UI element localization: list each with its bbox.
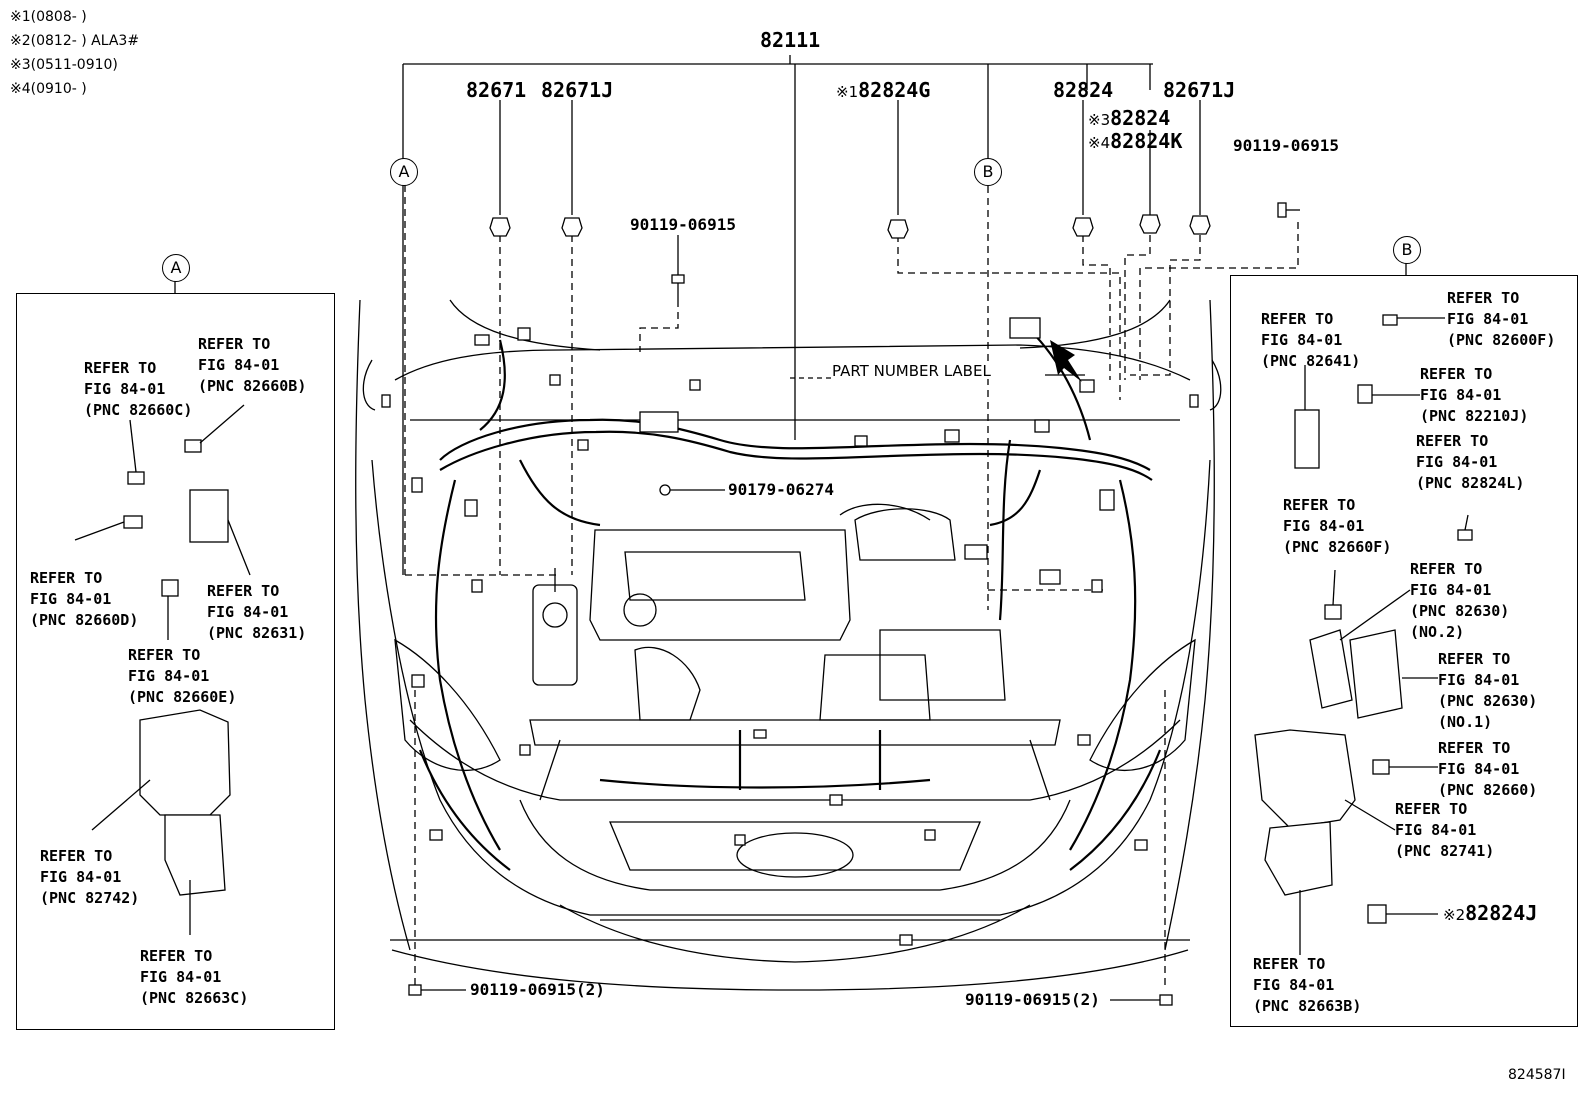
detail-panel-a: [16, 293, 335, 1030]
figure-id: 824587I: [1508, 1067, 1566, 1083]
note-mark-3: ※3: [1088, 111, 1111, 129]
marker-a-top[interactable]: A: [390, 158, 418, 186]
refer-82660e[interactable]: REFER TO FIG 84-01 (PNC 82660E): [128, 646, 237, 706]
refer-82600f[interactable]: REFER TO FIG 84-01 (PNC 82600F): [1447, 289, 1556, 349]
note-3-text: (0511-0910): [30, 57, 118, 73]
part-82824-alt-label[interactable]: ※382824: [1088, 108, 1170, 129]
note-mark-2: ※2: [1443, 906, 1466, 924]
marker-b-panel[interactable]: B: [1393, 236, 1421, 264]
detail-panel-b: [1230, 275, 1578, 1027]
bolt-mid-label[interactable]: 90179-06274: [728, 480, 834, 499]
part-82824k-label[interactable]: ※482824K: [1088, 131, 1182, 152]
note-mark-4: ※4: [1088, 134, 1111, 152]
note-2-text: (0812- ) ALA3#: [30, 33, 140, 49]
note-2-mark: ※2: [10, 33, 31, 49]
part-82824j-label[interactable]: ※282824J: [1443, 903, 1537, 924]
refer-82742[interactable]: REFER TO FIG 84-01 (PNC 82742): [40, 847, 140, 907]
refer-82660c[interactable]: REFER TO FIG 84-01 (PNC 82660C): [84, 359, 193, 419]
refer-82663b[interactable]: REFER TO FIG 84-01 (PNC 82663B): [1253, 955, 1362, 1015]
refer-82660[interactable]: REFER TO FIG 84-01 (PNC 82660): [1438, 739, 1538, 799]
refer-82660d[interactable]: REFER TO FIG 84-01 (PNC 82660D): [30, 569, 139, 629]
refer-82660b[interactable]: REFER TO FIG 84-01 (PNC 82660B): [198, 335, 307, 395]
note-4-mark: ※4: [10, 81, 31, 97]
part-82111-label[interactable]: 82111: [760, 28, 821, 52]
part-82824g-label[interactable]: ※182824G: [836, 80, 930, 101]
part-82824-alt-number: 82824: [1110, 106, 1171, 130]
refer-82741[interactable]: REFER TO FIG 84-01 (PNC 82741): [1395, 800, 1495, 860]
refer-82210j[interactable]: REFER TO FIG 84-01 (PNC 82210J): [1420, 365, 1529, 425]
part-82824g-number: 82824G: [858, 78, 931, 102]
note-1: ※1(0808- ): [10, 10, 87, 24]
refer-82641[interactable]: REFER TO FIG 84-01 (PNC 82641): [1261, 310, 1361, 370]
note-4: ※4(0910- ): [10, 82, 87, 96]
marker-a-panel[interactable]: A: [162, 254, 190, 282]
part-82824j-number: 82824J: [1465, 901, 1538, 925]
note-1-text: (0808- ): [30, 9, 87, 25]
bolt-top-right-label[interactable]: 90119-06915: [1233, 136, 1339, 155]
refer-82631[interactable]: REFER TO FIG 84-01 (PNC 82631): [207, 582, 307, 642]
bolt-bottom-right-label[interactable]: 90119-06915(2): [965, 990, 1100, 1009]
part-82671j-right-label[interactable]: 82671J: [1163, 78, 1236, 102]
part-number-label-text: PART NUMBER LABEL: [832, 362, 991, 380]
part-82824k-number: 82824K: [1110, 129, 1183, 153]
part-82671-label[interactable]: 82671: [466, 78, 527, 102]
note-4-text: (0910- ): [30, 81, 87, 97]
bolt-top-left-label[interactable]: 90119-06915: [630, 215, 736, 234]
part-82824-label[interactable]: 82824: [1053, 78, 1114, 102]
bolt-bottom-left-label[interactable]: 90119-06915(2): [470, 980, 605, 999]
refer-82663c[interactable]: REFER TO FIG 84-01 (PNC 82663C): [140, 947, 249, 1007]
note-1-mark: ※1: [10, 9, 31, 25]
marker-b-top[interactable]: B: [974, 158, 1002, 186]
note-3-mark: ※3: [10, 57, 31, 73]
note-3: ※3(0511-0910): [10, 58, 118, 72]
note-mark-1: ※1: [836, 83, 859, 101]
refer-82630-no2[interactable]: REFER TO FIG 84-01 (PNC 82630) (NO.2): [1410, 560, 1510, 641]
refer-82824l[interactable]: REFER TO FIG 84-01 (PNC 82824L): [1416, 432, 1525, 492]
note-2: ※2(0812- ) ALA3#: [10, 34, 139, 48]
part-82671j-left-label[interactable]: 82671J: [541, 78, 614, 102]
refer-82660f[interactable]: REFER TO FIG 84-01 (PNC 82660F): [1283, 496, 1392, 556]
refer-82630-no1[interactable]: REFER TO FIG 84-01 (PNC 82630) (NO.1): [1438, 650, 1538, 731]
